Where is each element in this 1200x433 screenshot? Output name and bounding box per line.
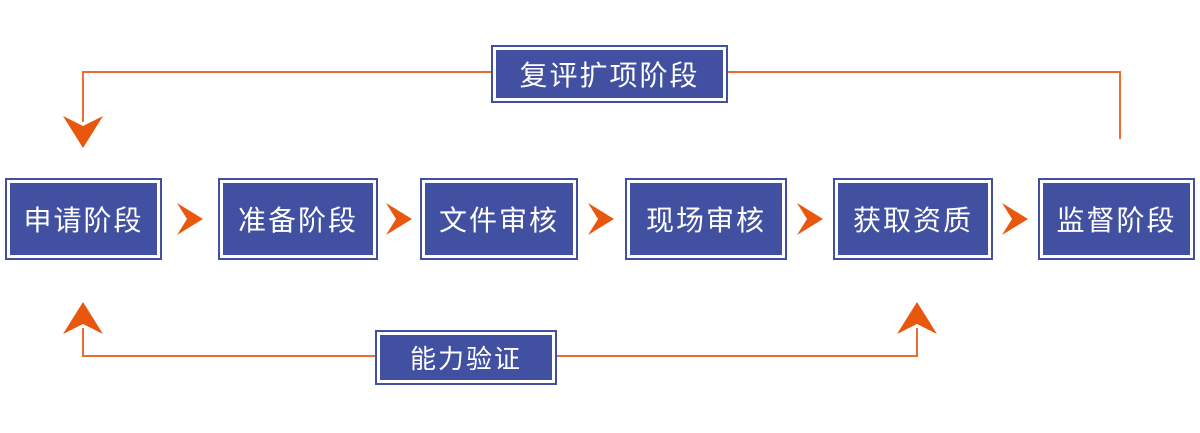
flow-chevron-icon	[588, 203, 614, 235]
arrow-up-left-icon	[63, 302, 103, 334]
flow-chevron-icon	[797, 203, 823, 235]
stage-box-onsite-review: 现场审核	[627, 180, 785, 258]
stage-box-application: 申请阶段	[7, 180, 160, 258]
reassessment-expansion-stage-box: 复评扩项阶段	[493, 47, 726, 101]
arrow-up-right-icon	[897, 302, 937, 334]
flow-chevron-icon	[1002, 203, 1028, 235]
arrow-down-icon	[63, 116, 103, 148]
stage-box-document-review: 文件审核	[422, 180, 576, 258]
stage-box-supervision: 监督阶段	[1040, 180, 1193, 258]
capability-verification-box: 能力验证	[377, 332, 555, 383]
flow-chevron-icon	[386, 203, 412, 235]
flow-chevron-icon	[177, 203, 203, 235]
stage-box-preparation: 准备阶段	[220, 180, 376, 258]
stage-box-obtain-qualification: 获取资质	[835, 180, 991, 258]
